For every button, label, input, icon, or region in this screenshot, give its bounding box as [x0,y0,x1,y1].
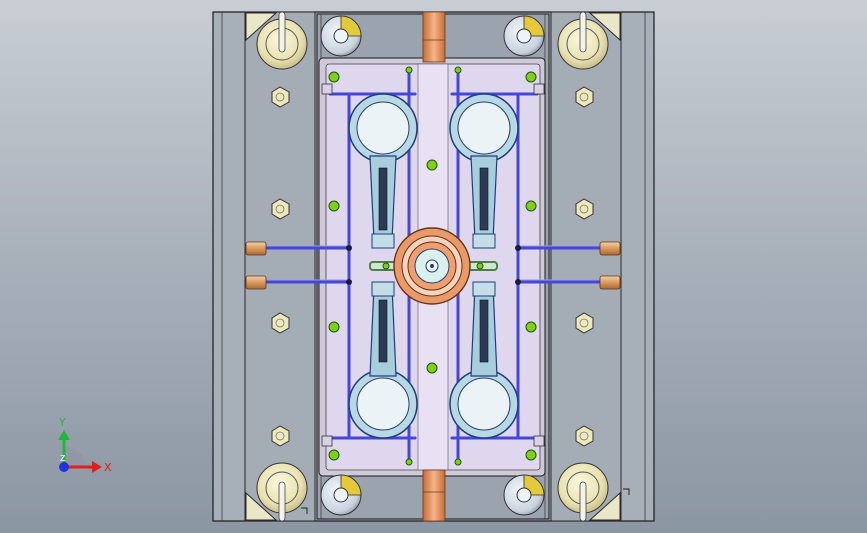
triad-y-label: Y [58,416,66,429]
triad-z-label: Z [60,454,66,463]
cooling-plugs [346,245,521,285]
sprue-top [422,11,446,63]
hex-screws [271,86,594,447]
triad-x-label: X [104,461,112,474]
part-cavity-top-left [348,93,418,249]
locating-ring[interactable] [393,227,471,305]
guide-bushings[interactable] [320,15,545,516]
cavity-corner-clamps [321,83,545,447]
ejector-pins [328,66,537,466]
coordinate-triad-icon: Y X Z [58,416,112,474]
corner-brackets [245,12,621,521]
part-cavity-top-right [449,93,519,249]
water-fittings[interactable] [245,241,621,290]
view-corner-mark-icon [301,488,630,514]
return-pins[interactable] [256,11,609,522]
sprue-bottom [422,469,446,522]
part-cavity-bottom-left [348,281,418,439]
part-cavity-bottom-right [449,281,519,439]
